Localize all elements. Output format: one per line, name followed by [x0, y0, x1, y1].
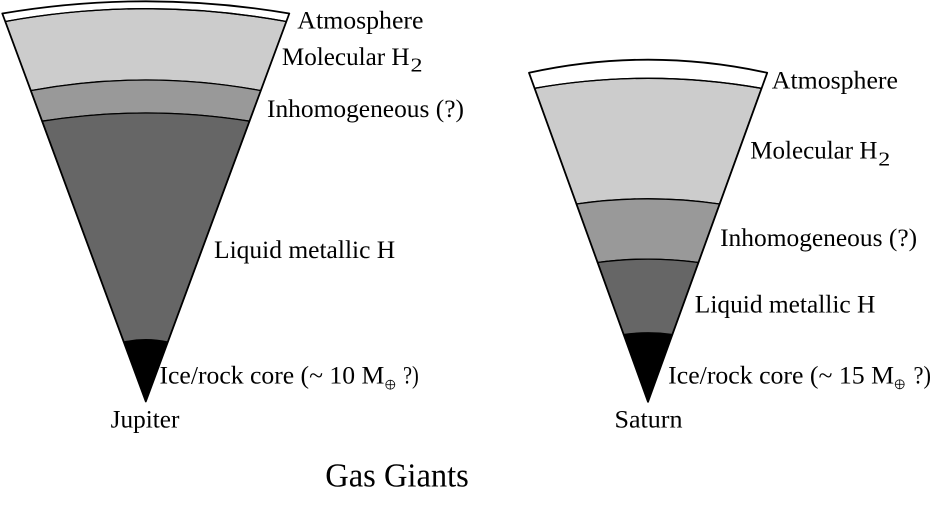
svg-text:2: 2	[411, 55, 423, 77]
svg-text:Inhomogeneous (?): Inhomogeneous (?)	[267, 96, 464, 123]
svg-text:Liquid metallic H: Liquid metallic H	[214, 237, 395, 264]
svg-text:Atmosphere: Atmosphere	[297, 7, 423, 34]
svg-text:Molecular H: Molecular H	[750, 138, 877, 165]
svg-text:Inhomogeneous (?): Inhomogeneous (?)	[720, 225, 917, 252]
svg-text:Molecular H: Molecular H	[282, 44, 410, 71]
svg-text:Gas Giants: Gas Giants	[325, 458, 469, 495]
svg-text:Ice/rock core (~ 10 M: Ice/rock core (~ 10 M	[160, 362, 385, 389]
svg-text:?): ?)	[914, 362, 932, 389]
svg-text:Saturn: Saturn	[615, 407, 684, 434]
svg-text:Liquid metallic H: Liquid metallic H	[695, 292, 876, 319]
svg-text:Atmosphere: Atmosphere	[772, 68, 898, 95]
svg-text:?): ?)	[403, 362, 419, 389]
svg-text:2: 2	[878, 148, 890, 170]
svg-text:Jupiter: Jupiter	[111, 406, 180, 433]
svg-text:Ice/rock core (~ 15 M: Ice/rock core (~ 15 M	[668, 362, 894, 389]
